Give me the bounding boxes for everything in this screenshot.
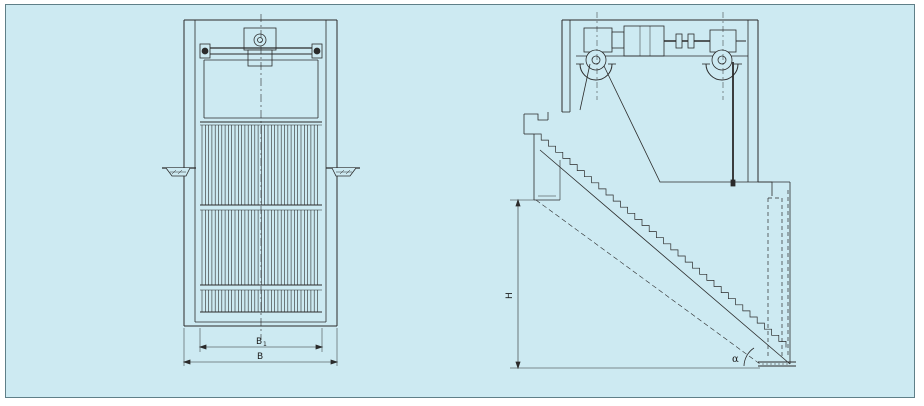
drive-motor-icon	[253, 33, 267, 47]
front-view	[162, 14, 360, 366]
label-b1: B	[256, 337, 262, 347]
label-alpha: α	[732, 354, 739, 365]
drive-motor-side-icon	[623, 25, 665, 57]
side-view	[510, 12, 796, 370]
return-channel	[767, 190, 789, 358]
dimension-b1	[198, 328, 324, 352]
right-sprocket-icon	[702, 49, 742, 81]
drive-housing	[243, 27, 277, 51]
stair-profile	[534, 133, 787, 348]
drawing-frame	[5, 4, 915, 398]
left-water-level-icon	[162, 167, 196, 177]
label-b1-subscript: 1	[263, 341, 267, 348]
screen-grate	[201, 125, 318, 312]
inclined-screen-teeth	[534, 133, 787, 348]
label-b: B	[257, 352, 263, 362]
angle-arc	[743, 347, 755, 367]
label-h: H	[505, 292, 515, 299]
dimension-h	[510, 198, 760, 370]
left-sprocket-icon	[576, 49, 616, 81]
dimension-b	[182, 328, 339, 366]
right-water-level-icon	[326, 167, 360, 177]
